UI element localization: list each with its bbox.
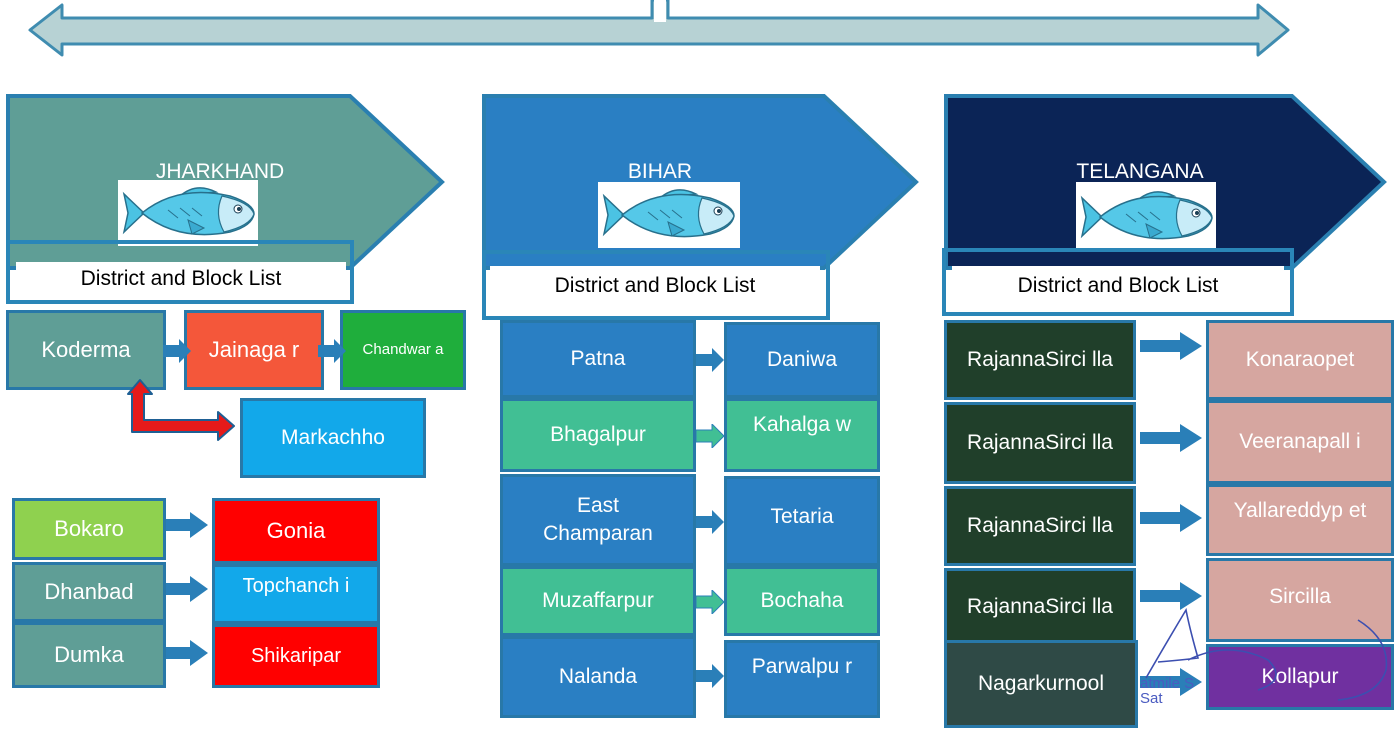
block-kahalgaw: Kahalga w — [724, 398, 880, 472]
arrow-icon — [318, 339, 346, 363]
district-muzaffarpur: Muzaffarpur — [500, 566, 696, 636]
bihar-title: BIHAR — [627, 160, 693, 183]
arrow-icon — [696, 424, 725, 448]
top-double-arrow — [28, 0, 1290, 57]
district-bhagalpur: Bhagalpur — [500, 398, 696, 472]
district-nalanda: Nalanda — [500, 636, 696, 718]
block-markachho: Markachho — [240, 398, 426, 478]
district-rajannasircilla-2: RajannaSirci lla — [944, 402, 1136, 484]
arrow-icon — [696, 348, 724, 372]
block-bochaha: Bochaha — [724, 566, 880, 636]
block-kollapur: Kollapur — [1206, 644, 1394, 710]
district-east-champaran: East Champaran — [500, 474, 696, 566]
block-topchanchi: Topchanch i — [212, 564, 380, 624]
block-shikaripar: Shikaripar — [212, 624, 380, 688]
district-patna: Patna — [500, 320, 696, 398]
district-nagarkurnool: Nagarkurnool — [944, 640, 1138, 728]
arrow-icon — [1140, 424, 1202, 452]
arrow-icon — [696, 664, 724, 688]
arrow-icon — [696, 590, 725, 614]
arrow-icon — [1140, 582, 1202, 610]
bihar-list-label: District and Block List — [490, 266, 820, 306]
district-bokaro: Bokaro — [12, 498, 166, 560]
arrow-icon — [163, 339, 191, 363]
fish-icon — [1076, 182, 1216, 252]
district-rajannasircilla-3: RajannaSirci lla — [944, 486, 1136, 566]
telangana-title: TELANGANA — [1076, 160, 1204, 183]
block-yallareddypet: Yallareddyp et — [1206, 484, 1394, 556]
signature-text: atmile S Sat — [1140, 676, 1195, 707]
block-jainagar: Jainaga r — [184, 310, 324, 390]
arrow-icon — [1140, 668, 1202, 696]
telangana-list-frame — [942, 248, 1294, 316]
block-gonia: Gonia — [212, 498, 380, 564]
district-dhanbad: Dhanbad — [12, 562, 166, 622]
jharkhand-list-label: District and Block List — [16, 262, 346, 296]
district-koderma: Koderma — [6, 310, 166, 390]
block-veeranapalli: Veeranapall i — [1206, 400, 1394, 484]
arrow-icon — [166, 512, 208, 538]
telangana-list-label: District and Block List — [952, 266, 1284, 306]
arrow-icon — [1140, 504, 1202, 532]
block-konaraopet: Konaraopet — [1206, 320, 1394, 400]
signature-mark — [1145, 607, 1388, 701]
red-bent-arrow-icon — [127, 379, 235, 441]
jharkhand-title: JHARKHAND — [155, 160, 285, 183]
arrow-icon — [166, 640, 208, 666]
block-sircilla: Sircilla — [1206, 558, 1394, 642]
arrow-icon — [696, 510, 724, 534]
block-daniwa: Daniwa — [724, 322, 880, 398]
district-rajannasircilla-4: RajannaSirci lla — [944, 568, 1136, 646]
fish-icon — [598, 182, 740, 248]
fish-icon — [118, 180, 258, 246]
block-chandwara: Chandwar a — [340, 310, 466, 390]
block-parwalpur: Parwalpu r — [724, 640, 880, 718]
bihar-list-frame — [482, 250, 830, 320]
district-rajannasircilla-1: RajannaSirci lla — [944, 320, 1136, 400]
arrow-icon — [1140, 332, 1202, 360]
district-dumka: Dumka — [12, 622, 166, 688]
arrow-icon — [166, 576, 208, 602]
block-tetaria: Tetaria — [724, 476, 880, 566]
jharkhand-list-frame — [6, 240, 354, 304]
